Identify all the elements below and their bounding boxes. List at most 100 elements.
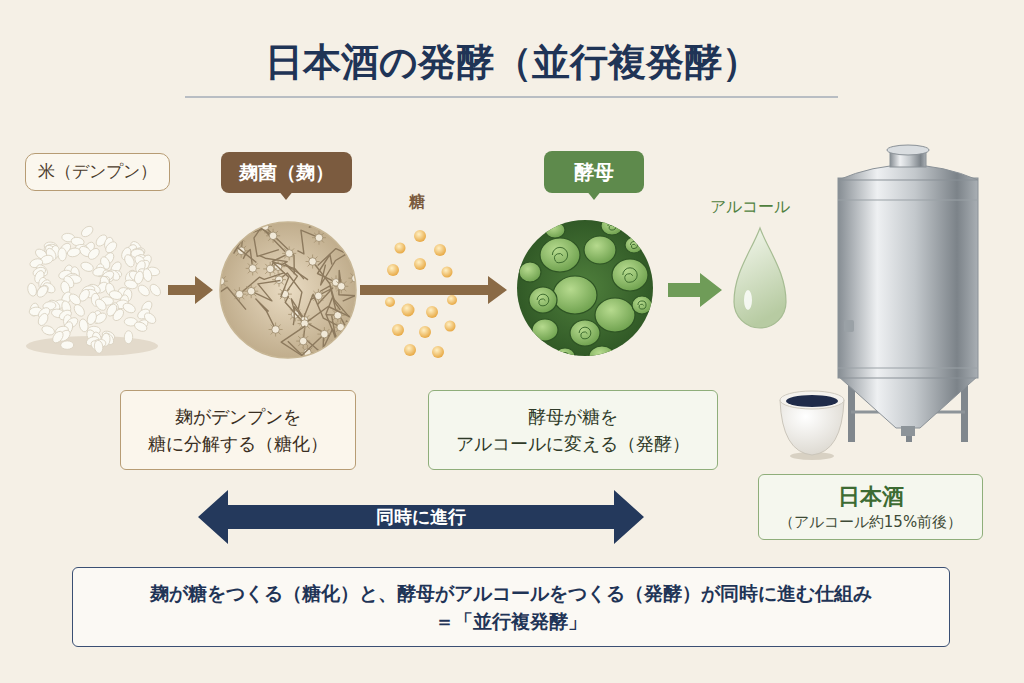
sugar-dot — [442, 267, 453, 278]
spore-head — [267, 210, 275, 218]
rice-grain — [111, 307, 126, 322]
spore-fuzz — [239, 230, 240, 237]
alcohol-drop — [734, 228, 786, 328]
spore-fuzz — [311, 195, 312, 202]
spore-fuzz — [244, 207, 249, 212]
tank-seam — [838, 200, 978, 201]
yeast-cell — [612, 259, 648, 291]
yeast-swirl — [552, 247, 567, 262]
spore-head — [359, 351, 367, 359]
spore-fuzz — [369, 255, 370, 262]
sugar-dot — [434, 244, 446, 256]
spore-fuzz — [371, 258, 376, 263]
spore-fuzz — [369, 254, 376, 255]
spore-fuzz — [364, 250, 369, 255]
spore-fuzz — [326, 369, 333, 370]
process-box: 麹がデンプンを 糖に分解する（糖化） — [120, 390, 356, 470]
spore-fuzz — [339, 336, 344, 341]
yeast-cell — [584, 236, 616, 264]
tank-valve — [844, 320, 854, 332]
spore-fuzz — [360, 329, 365, 334]
spore-fuzz — [349, 327, 350, 334]
spore-fuzz — [349, 334, 350, 341]
spore-fuzz — [243, 212, 244, 219]
node-text: 麹菌（麹） — [239, 158, 334, 187]
spore-fuzz — [356, 355, 363, 356]
yeast-swirl — [579, 327, 591, 339]
spore-fuzz — [339, 341, 344, 346]
sugar-dot — [395, 243, 406, 254]
spore-fuzz — [353, 245, 360, 246]
spore-fuzz — [355, 329, 360, 334]
rice-grain — [89, 339, 104, 354]
process-box: 酵母が糖を アルコールに変える（発酵） — [428, 390, 718, 470]
spore-head — [345, 329, 353, 337]
spore-head — [249, 265, 257, 273]
spore-fuzz — [231, 357, 232, 364]
cup-sake — [786, 395, 838, 407]
simultaneous-arrow — [198, 490, 644, 544]
diagram-title: 日本酒の発酵（並行複発酵） — [265, 37, 760, 86]
spore-head — [309, 258, 317, 266]
spore-head — [285, 250, 293, 258]
yeast-cell — [540, 238, 580, 272]
node-text: 米（デンプン） — [38, 159, 157, 185]
spore-fuzz — [334, 341, 339, 346]
spore-fuzz — [326, 370, 327, 377]
node-text: 麹が糖をつくる（糖化）と、酵母がアルコールをつくる（発酵）が同時に進む仕組み ＝… — [149, 579, 874, 636]
yeast-cell — [555, 348, 575, 364]
yeast-cell — [529, 287, 557, 313]
spore-fuzz — [360, 241, 365, 246]
rice-grain — [148, 282, 163, 297]
koji-hyphae — [202, 180, 390, 381]
spore-fuzz — [366, 258, 371, 263]
spore-fuzz — [304, 201, 311, 202]
spore-fuzz — [225, 357, 232, 358]
hypha — [318, 255, 337, 283]
node-text: 日本酒 — [838, 482, 904, 512]
spore-fuzz — [227, 352, 232, 357]
yeast-cell — [553, 276, 597, 314]
ingredient-label: 米（デンプン） — [25, 153, 170, 191]
yeast-swirl — [630, 241, 637, 248]
spore-fuzz — [371, 258, 378, 259]
spore-fuzz — [233, 236, 240, 237]
spore-fuzz — [359, 326, 360, 333]
spore-fuzz — [364, 258, 371, 259]
spore-fuzz — [311, 202, 316, 207]
spore-fuzz — [326, 370, 331, 375]
rice-grain — [72, 303, 86, 318]
spore-fuzz — [244, 212, 249, 217]
spore-fuzz — [366, 253, 371, 258]
koji-rim — [220, 222, 356, 358]
alcohol-label: アルコール — [710, 197, 790, 218]
spore-head — [356, 242, 364, 250]
spore-fuzz — [321, 370, 326, 375]
yeast-cell — [589, 346, 615, 366]
rice-grain — [123, 253, 136, 268]
flow-arrow — [360, 276, 507, 304]
sugar-dot — [445, 321, 456, 332]
spore-head — [240, 208, 248, 216]
spore-fuzz — [214, 281, 221, 282]
spore-fuzz — [363, 350, 368, 355]
yeast-cell — [632, 296, 652, 314]
rice-grain — [136, 283, 151, 298]
rice-grain — [58, 248, 67, 261]
rice-grain — [94, 340, 104, 354]
hypha — [256, 299, 276, 330]
spore-fuzz — [369, 248, 370, 255]
spore-fuzz — [363, 355, 370, 356]
spore-fuzz — [349, 327, 354, 332]
spore-fuzz — [306, 202, 311, 207]
hypha — [272, 253, 289, 297]
spore-fuzz — [362, 254, 369, 255]
spore-fuzz — [239, 207, 244, 212]
spore-fuzz — [231, 350, 232, 357]
spore-fuzz — [371, 251, 372, 258]
spore-head — [228, 353, 236, 361]
hypha — [202, 281, 246, 309]
spore-fuzz — [355, 246, 360, 251]
spore-fuzz — [319, 369, 326, 370]
